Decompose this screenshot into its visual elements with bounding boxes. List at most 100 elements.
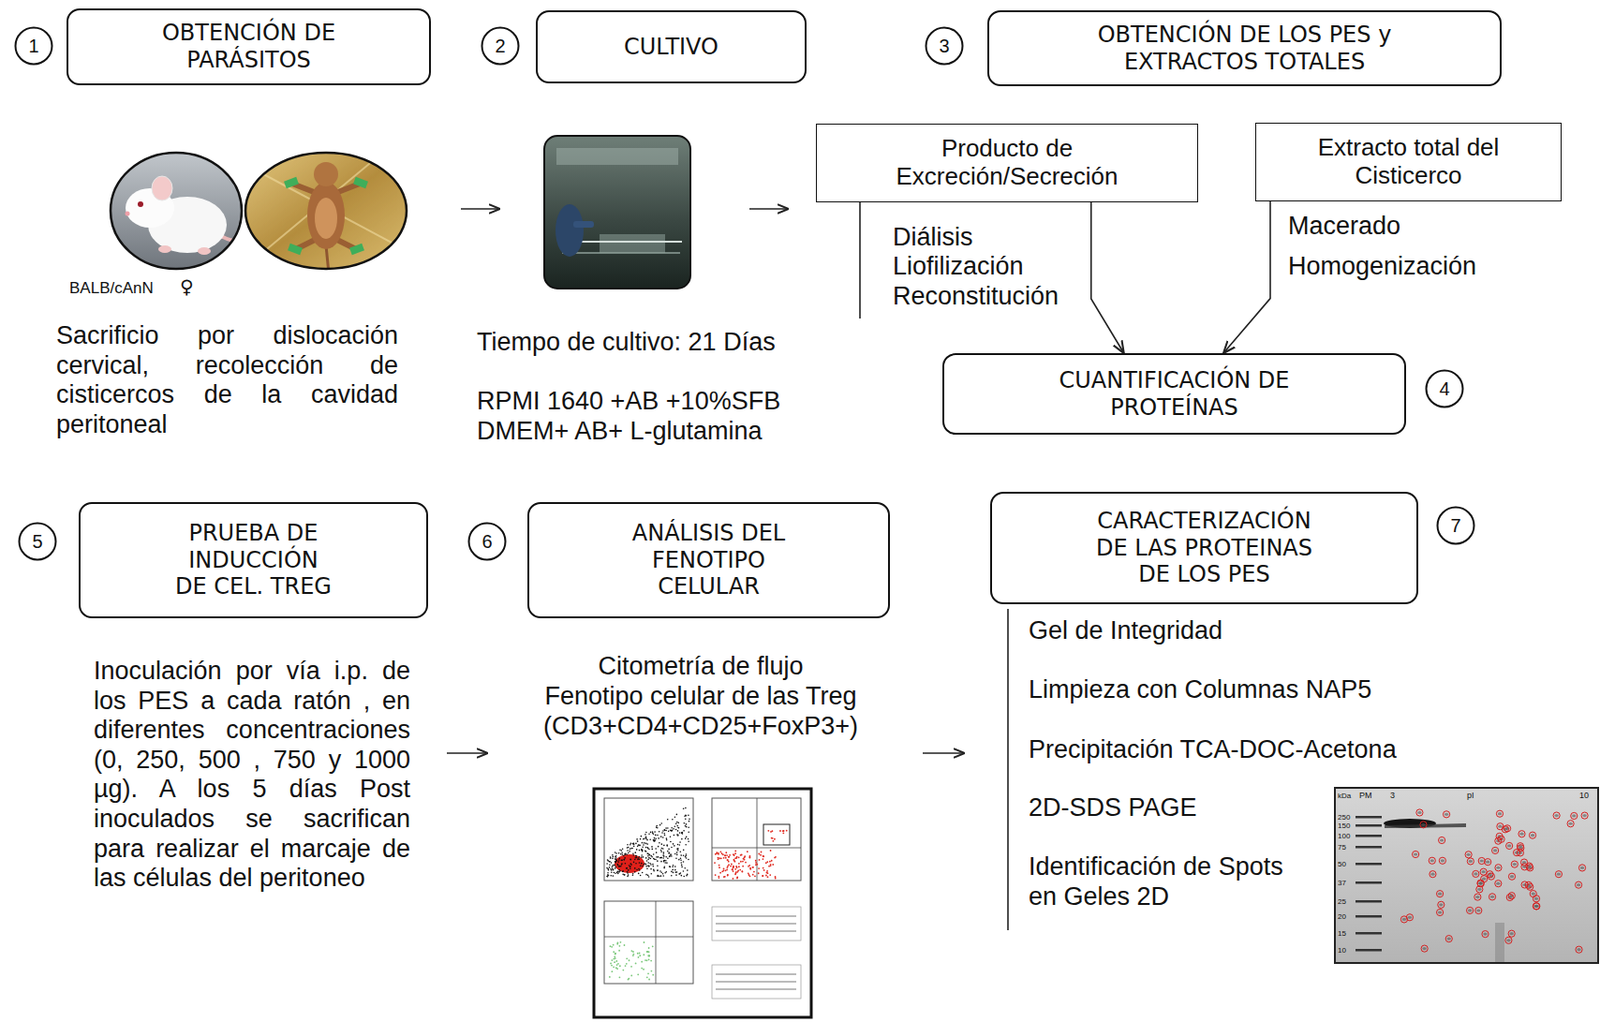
event-dot <box>618 871 621 874</box>
event-dot <box>645 846 648 849</box>
event-dot <box>608 860 611 863</box>
event-dot <box>636 855 638 858</box>
event-dot <box>616 943 619 946</box>
step-header: OBTENCIÓN DE PARÁSITOS <box>66 8 431 86</box>
spot-mark <box>1520 859 1527 866</box>
event-dot <box>611 864 614 867</box>
event-dot <box>651 831 654 834</box>
event-dot <box>612 869 615 872</box>
event-dot <box>749 857 752 860</box>
event-dot <box>618 949 621 952</box>
circle-outline <box>926 28 963 65</box>
event-dot <box>684 844 687 846</box>
event-dot <box>661 831 664 834</box>
step-description: Fenotipo celular de las Treg <box>503 681 898 712</box>
event-dot <box>646 950 649 953</box>
event-dot <box>677 829 680 832</box>
event-dot <box>769 874 771 876</box>
event-dot <box>687 841 690 844</box>
event-dot <box>725 869 728 872</box>
event-dot <box>676 871 679 874</box>
peritoneal-cavity <box>314 197 338 239</box>
event-dot <box>674 853 677 856</box>
ladder-band <box>1355 834 1382 838</box>
quadrant-line <box>655 901 657 984</box>
event-dot <box>664 832 667 835</box>
spot-mark <box>1466 858 1474 865</box>
pin-tape <box>287 243 303 255</box>
process-step: Liofilización <box>892 251 1024 282</box>
event-dot <box>719 850 722 853</box>
spot-mark <box>1437 901 1445 908</box>
gate <box>763 824 790 845</box>
event-dot <box>759 854 762 857</box>
event-dot <box>774 856 777 859</box>
event-dot <box>674 869 677 872</box>
event-dot <box>657 856 660 859</box>
event-dot <box>621 863 623 866</box>
event-dot <box>687 814 690 816</box>
protein-spot <box>1509 932 1513 935</box>
event-dot <box>672 872 675 875</box>
event-dot <box>642 968 645 971</box>
step-number: 6 <box>467 521 507 562</box>
event-dot <box>633 845 636 848</box>
event-dot <box>626 849 629 852</box>
gel-axis-label: PM <box>1359 790 1373 800</box>
event-dot <box>782 831 785 834</box>
spot-mark <box>1529 889 1537 897</box>
event-dot <box>757 867 760 870</box>
process-step: Macerado <box>1288 211 1401 242</box>
protein-spot <box>1580 866 1585 870</box>
protein-spot <box>1444 813 1449 816</box>
event-dot <box>675 823 678 826</box>
pin-tape <box>283 177 299 189</box>
photo-frame <box>245 152 407 269</box>
event-dot <box>718 866 721 869</box>
gloved-hand <box>555 204 584 257</box>
event-dot <box>724 854 726 857</box>
protein-spot <box>1493 848 1497 852</box>
event-dot <box>666 857 669 860</box>
event-dot <box>640 835 643 838</box>
pin-tape <box>353 177 369 189</box>
hood-light <box>556 148 679 165</box>
event-dot <box>668 855 671 858</box>
event-dot <box>637 952 639 955</box>
mouse-paw <box>158 245 172 253</box>
event-dot <box>713 861 716 864</box>
event-dot <box>663 860 666 863</box>
event-dot <box>733 859 736 861</box>
step-description: Citometría de flujo <box>503 651 898 682</box>
spot-mark <box>1421 945 1428 952</box>
event-dot <box>773 838 776 841</box>
step-header: OBTENCIÓN DE LOS PES y EXTRACTOS TOTALES <box>987 10 1502 88</box>
spot-mark <box>1575 881 1583 889</box>
step-number: 3 <box>924 26 964 66</box>
event-dot <box>660 874 663 877</box>
event-dot <box>685 836 688 839</box>
spot-mark <box>1480 868 1487 875</box>
event-dot <box>626 867 629 870</box>
event-dot <box>649 854 652 857</box>
event-dot <box>619 865 622 868</box>
event-dot <box>762 855 765 858</box>
event-dot <box>630 842 633 845</box>
event-dot <box>645 843 648 845</box>
event-dot <box>641 865 644 868</box>
event-dot <box>736 871 739 874</box>
event-dot <box>765 861 768 864</box>
event-dot <box>627 978 630 981</box>
event-dot <box>607 875 609 878</box>
event-dot <box>621 859 623 862</box>
event-dot <box>717 857 720 860</box>
event-dot <box>782 829 785 832</box>
spot-mark <box>1581 812 1588 819</box>
event-dot <box>611 858 614 860</box>
process-step: Homogenización <box>1288 251 1477 282</box>
event-dot <box>609 857 612 860</box>
event-dot <box>630 949 633 952</box>
event-dot <box>648 947 651 949</box>
event-dot <box>682 849 685 852</box>
spot-mark <box>1477 879 1484 887</box>
